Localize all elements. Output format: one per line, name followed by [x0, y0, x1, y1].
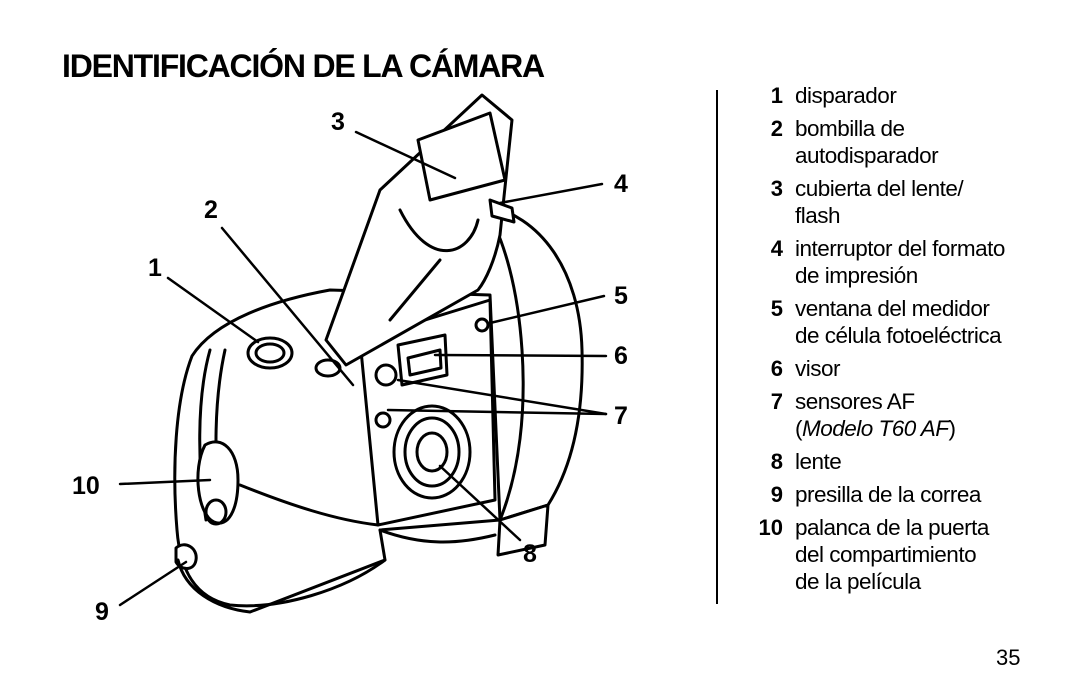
- legend-item-3: 3 cubierta del lente/flash: [770, 176, 964, 228]
- shutter-button: [246, 336, 294, 370]
- callout-2: 2: [204, 196, 218, 224]
- page-number: 35: [996, 645, 1021, 670]
- callout-6: 6: [614, 342, 628, 370]
- callout-5: 5: [614, 282, 628, 310]
- callout-10: 10: [72, 472, 100, 500]
- callout-8: 8: [523, 540, 537, 568]
- meter-window: [474, 317, 490, 333]
- page-title: IDENTIFICACIÓN DE LA CÁMARA: [62, 48, 545, 84]
- callout-4: 4: [614, 170, 628, 198]
- door-lever: [196, 440, 240, 525]
- legend-item-9: 9 presilla de la correa: [770, 482, 982, 507]
- legend-item-8: 8 lente: [770, 449, 842, 474]
- legend-divider: [716, 90, 718, 604]
- legend-item-7: 7 sensores AF(Modelo T60 AF): [770, 389, 956, 441]
- callout-7: 7: [614, 402, 628, 430]
- callout-3: 3: [331, 108, 345, 136]
- format-switch: [488, 198, 516, 224]
- flash-window: [416, 111, 507, 202]
- legend-item-1: 1 disparador: [770, 83, 897, 108]
- callout-1: 1: [148, 254, 162, 282]
- model-name: Modelo T60 AF: [802, 416, 949, 441]
- legend-item-6: 6 visor: [770, 356, 841, 381]
- callout-9: 9: [95, 598, 109, 626]
